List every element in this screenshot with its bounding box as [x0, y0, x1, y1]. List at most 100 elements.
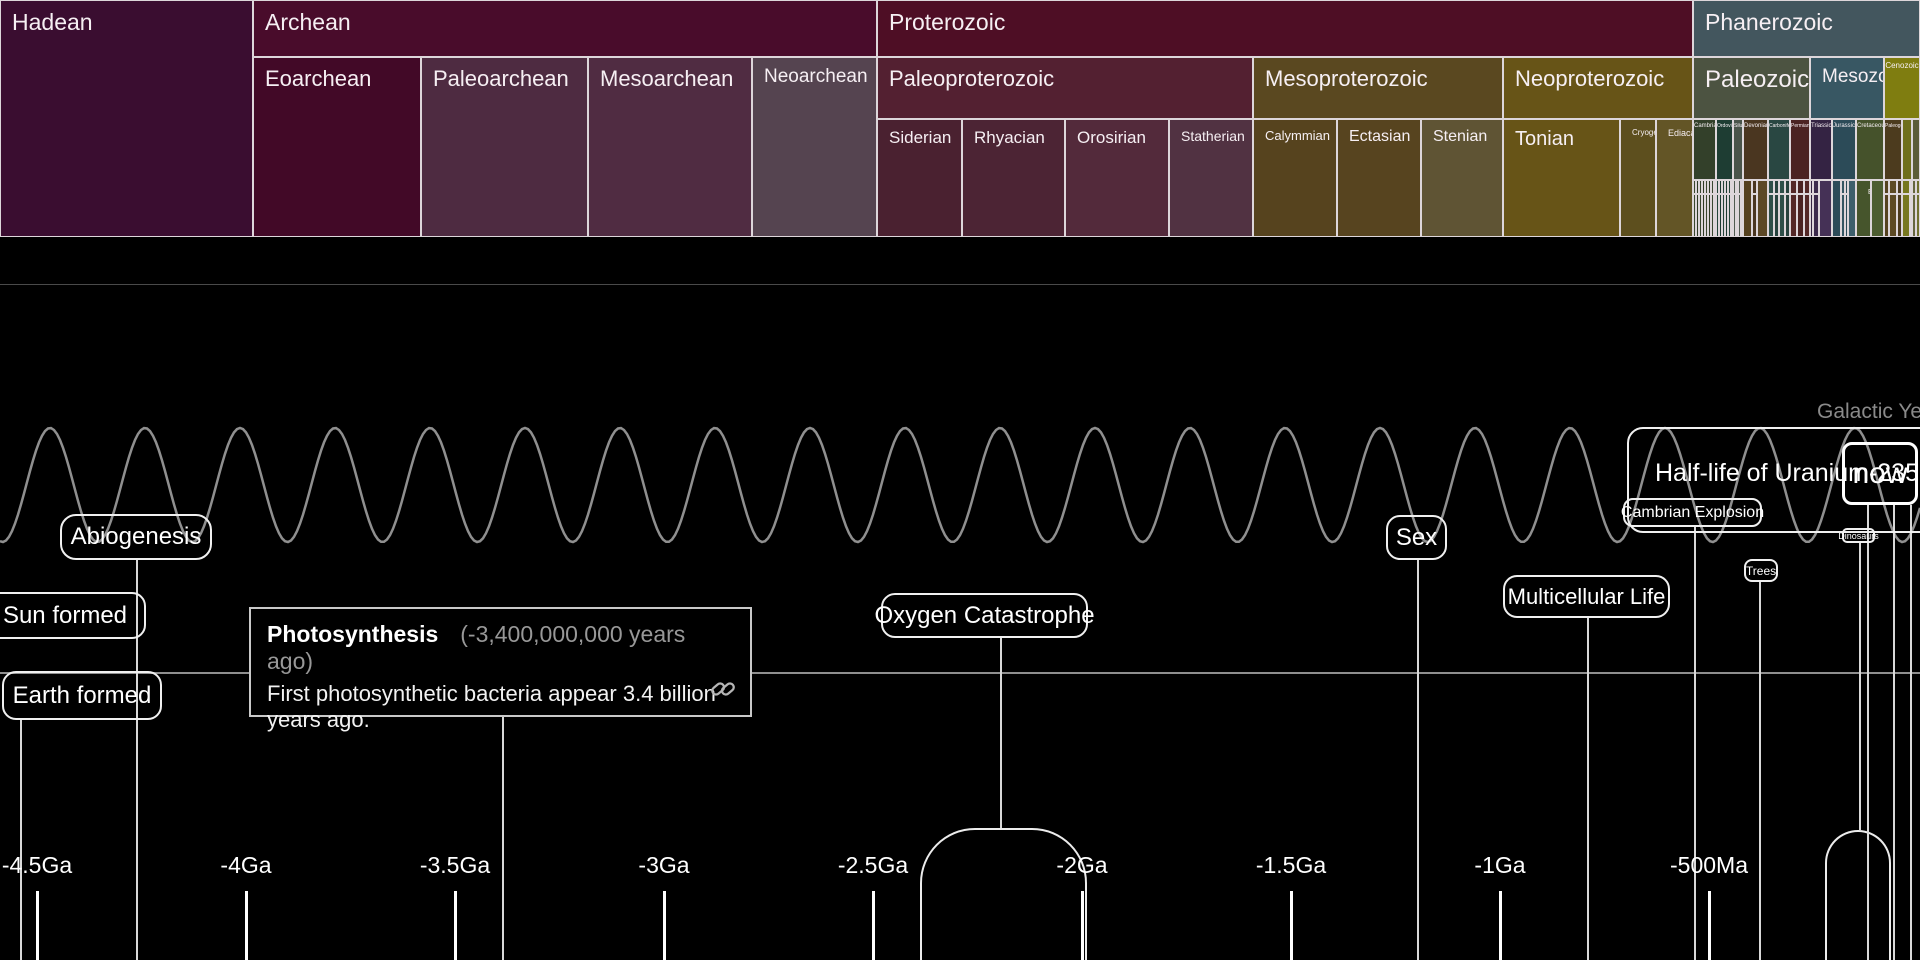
timescale-cell-hadean[interactable]: Hadean	[0, 0, 253, 237]
timescale-cell-paleozoic[interactable]: Paleozoic	[1693, 57, 1810, 119]
timescale-cell-orosirian[interactable]: Orosirian	[1065, 119, 1169, 237]
timescale-cell-epoch-late[interactable]: Late	[1757, 180, 1768, 237]
epoch-divider	[1753, 193, 1756, 195]
timescale-cell-mesoproterozoic[interactable]: Mesoproterozoic	[1253, 57, 1503, 119]
timescale-cell-epoch[interactable]	[1699, 180, 1702, 237]
timescale-cell-devonian[interactable]: Devonian	[1743, 119, 1768, 180]
timescale-cell-quaternary[interactable]	[1912, 119, 1920, 180]
timescale-cell-calymmian[interactable]: Calymmian	[1253, 119, 1337, 237]
timescale-cell-statherian[interactable]: Statherian	[1169, 119, 1253, 237]
timescale-cell-neoproterozoic[interactable]: Neoproterozoic	[1503, 57, 1693, 119]
timescale-cell-paleogene[interactable]: Paleogene	[1884, 119, 1902, 180]
timescale-cell-ordovician[interactable]: Ordovician	[1716, 119, 1733, 180]
timescale-cell-epoch-late[interactable]: Late	[1819, 180, 1832, 237]
clipped-event-box-right	[1825, 830, 1891, 960]
epoch-divider	[1717, 193, 1718, 195]
timescale-cell-epoch[interactable]	[1841, 180, 1845, 237]
timescale-cell-epoch[interactable]	[1702, 180, 1705, 237]
timescale-cell-proterozoic[interactable]: Proterozoic	[877, 0, 1693, 57]
timescale-cell-epoch[interactable]	[1790, 180, 1797, 237]
timescale-cell-epoch[interactable]	[1722, 180, 1725, 237]
timescale-cell-epoch[interactable]	[1696, 180, 1699, 237]
timescale-cell-ectasian[interactable]: Ectasian	[1337, 119, 1421, 237]
timescale-cell-cryogenian[interactable]: Cryogenian	[1620, 119, 1656, 237]
timescale-cell-epoch[interactable]	[1902, 180, 1910, 237]
event-oxygen-catastrophe[interactable]: Oxygen Catastrophe	[874, 593, 1095, 638]
timescale-cell-epoch[interactable]	[1810, 180, 1813, 237]
timescale-cell-silurian[interactable]: Silurian	[1733, 119, 1743, 180]
timescale-cell-epoch[interactable]	[1705, 180, 1708, 237]
timescale-cell-epoch[interactable]	[1752, 180, 1757, 237]
timescale-cell-epoch-late[interactable]: Late	[1871, 180, 1884, 237]
timescale-cell-epoch[interactable]	[1884, 180, 1889, 237]
timescale-cell-epoch[interactable]	[1719, 180, 1722, 237]
timescale-cell-epoch[interactable]	[1730, 180, 1733, 237]
photosynthesis-tooltip: Photosynthesis(-3,400,000,000 years ago)…	[249, 607, 752, 732]
event-dinosaurs[interactable]: Dinosaurs	[1838, 528, 1879, 543]
axis-tick	[1708, 891, 1711, 960]
timescale-cell-epoch[interactable]	[1708, 180, 1711, 237]
timescale-cell-epoch[interactable]	[1693, 180, 1696, 237]
timescale-cell-epoch[interactable]	[1804, 180, 1810, 237]
event-sex[interactable]: Sex	[1386, 515, 1447, 560]
timescale-cell-epoch[interactable]	[1768, 180, 1774, 237]
event-abiogenesis[interactable]: Abiogenesis	[60, 514, 212, 560]
timescale-cell-tonian[interactable]: Tonian	[1503, 119, 1620, 237]
now-button[interactable]: now	[1842, 442, 1918, 505]
timescale-cell-epoch[interactable]	[1738, 180, 1741, 237]
timescale-cell-epoch[interactable]	[1716, 180, 1719, 237]
timescale-cell-epoch[interactable]	[1725, 180, 1728, 237]
timescale-cell-cambrian[interactable]: Cambrian	[1693, 119, 1716, 180]
timescale-cell-carboniferous[interactable]: Carboniferous	[1768, 119, 1790, 180]
now-button-label: now	[1852, 456, 1908, 490]
timescale-cell-epoch[interactable]	[1897, 180, 1902, 237]
event-multicellular-life[interactable]: Multicellular Life	[1503, 575, 1670, 618]
timescale-cell-eoarchean[interactable]: Eoarchean	[253, 57, 421, 237]
timescale-cell-cretaceous[interactable]: Cretaceous	[1856, 119, 1884, 180]
timescale-cell-archean[interactable]: Archean	[253, 0, 877, 57]
timescale-cell-mesozoic[interactable]: Mesozoic	[1810, 57, 1884, 119]
timescale-cell-epoch[interactable]	[1711, 180, 1714, 237]
timescale-cell-permian[interactable]: Permian	[1790, 119, 1810, 180]
timescale-cell-paleoarchean[interactable]: Paleoarchean	[421, 57, 588, 237]
event-cambrian-explosion[interactable]: Cambrian Explosion	[1621, 498, 1764, 527]
timescale-cell-epoch-late[interactable]: Late	[1848, 180, 1856, 237]
timescale-cell-paleoproterozoic[interactable]: Paleoproterozoic	[877, 57, 1253, 119]
timescale-cell-epoch[interactable]	[1813, 180, 1819, 237]
timescale-cell-epoch[interactable]	[1910, 180, 1912, 237]
timescale-cell-phanerozoic[interactable]: Phanerozoic	[1693, 0, 1920, 57]
timescale-cell-epoch[interactable]	[1713, 180, 1716, 237]
timescale-cell-epoch[interactable]	[1785, 180, 1790, 237]
timescale-cell-epoch[interactable]	[1740, 180, 1743, 237]
timescale-cell-epoch[interactable]	[1845, 180, 1848, 237]
timescale-cell-epoch[interactable]	[1797, 180, 1804, 237]
event-halflife-uranium-235[interactable]: Half-life of Uranium-235	[1627, 427, 1920, 533]
timescale-cell-siderian[interactable]: Siderian	[877, 119, 962, 237]
link-icon[interactable]	[710, 676, 736, 707]
timescale-cell-jurassic[interactable]: Jurassic	[1832, 119, 1856, 180]
timescale-cell-epoch[interactable]	[1735, 180, 1738, 237]
axis-tick	[245, 891, 248, 960]
timescale-cell-rhyacian[interactable]: Rhyacian	[962, 119, 1065, 237]
axis-tick	[454, 891, 457, 960]
event-sun-formed[interactable]: Sun formed	[0, 592, 146, 639]
timescale-cell-epoch[interactable]	[1916, 180, 1920, 237]
event-earth-formed[interactable]: Earth formed	[2, 671, 162, 720]
timescale-cell-neoarchean[interactable]: Neoarchean	[752, 57, 877, 237]
timescale-cell-mesoarchean[interactable]: Mesoarchean	[588, 57, 752, 237]
event-trees[interactable]: Trees	[1744, 559, 1778, 582]
timescale-cell-epoch[interactable]	[1889, 180, 1897, 237]
timescale-cell-epoch-early[interactable]: Early	[1856, 180, 1871, 237]
timescale-cell-epoch[interactable]	[1912, 180, 1916, 237]
timescale-cell-epoch[interactable]	[1774, 180, 1779, 237]
timescale-cell-epoch-early[interactable]: Early	[1832, 180, 1841, 237]
timescale-cell-ediacaran[interactable]: Ediacaran	[1656, 119, 1693, 237]
timescale-cell-stenian[interactable]: Stenian	[1421, 119, 1503, 237]
timescale-cell-epoch[interactable]	[1733, 180, 1736, 237]
timescale-cell-epoch[interactable]	[1728, 180, 1731, 237]
timescale-cell-epoch-early[interactable]: Early	[1743, 180, 1752, 237]
timescale-cell-cenozoic[interactable]: Cenozoic	[1884, 57, 1920, 119]
timescale-cell-neogene[interactable]	[1902, 119, 1912, 180]
timescale-cell-triassic[interactable]: Triassic	[1810, 119, 1832, 180]
timescale-cell-epoch[interactable]	[1779, 180, 1785, 237]
